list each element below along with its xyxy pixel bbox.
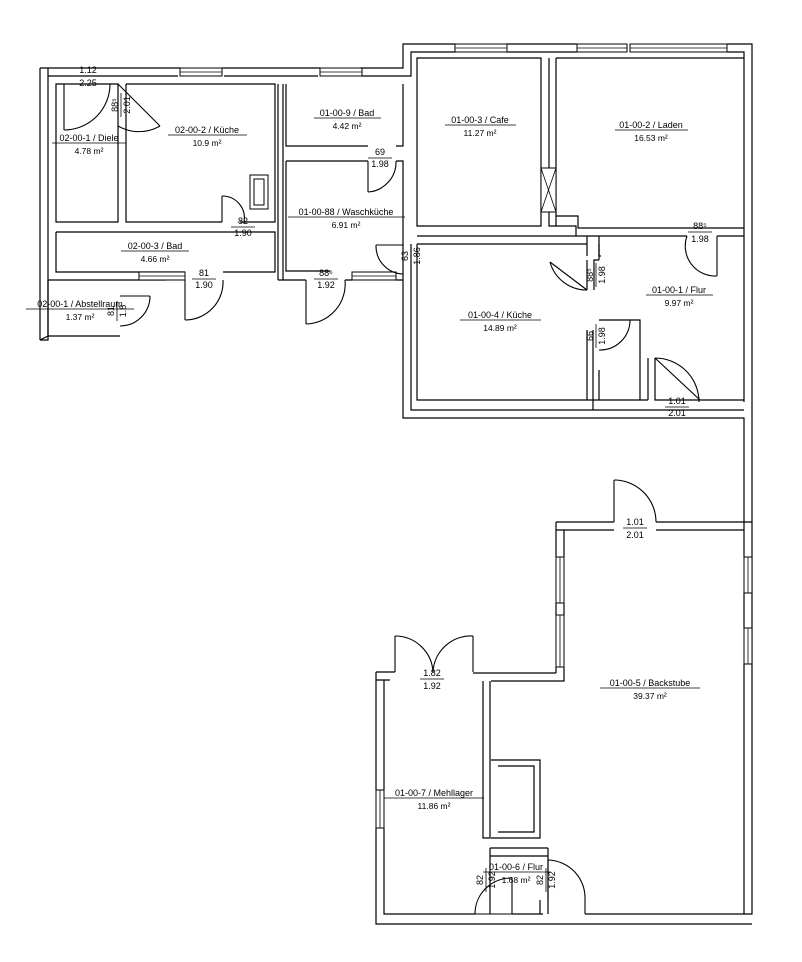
door-width: 81 <box>199 268 209 278</box>
rooms-left-apartment <box>39 83 404 341</box>
room-name: 01-00-7 / Mehllager <box>395 788 473 798</box>
door-dimension: 1.12 2.25 <box>74 65 102 88</box>
room-area: 1.68 m² <box>502 875 531 885</box>
door-dimension: 1.01 2.01 <box>665 396 689 418</box>
door-dimension: 81 1.90 <box>192 268 216 290</box>
door-dimension: 81 1.8 <box>106 301 128 321</box>
door-width: 63 <box>400 251 410 261</box>
room-area: 16.53 m² <box>634 133 668 143</box>
door-height: 1.92 <box>317 280 335 290</box>
room-label: 02-00-1 / Diele 4.78 m² <box>52 133 126 156</box>
door-width: 1.01 <box>668 396 686 406</box>
room-label: 01-00-7 / Mehllager 11.86 m² <box>384 788 484 811</box>
door-width: 82 <box>475 875 485 885</box>
door-width: 82 <box>238 216 248 226</box>
room-label: 01-00-5 / Backstube 39.37 m² <box>600 678 700 701</box>
room-area: 4.66 m² <box>141 254 170 264</box>
room-label: 01-00-4 / Küche 14.89 m² <box>460 310 541 333</box>
doors <box>63 83 718 915</box>
room-name: 01-00-6 / Flur <box>489 862 543 872</box>
room-area: 11.86 m² <box>418 801 451 811</box>
room-label: 02-00-2 / Küche 10.9 m² <box>168 125 247 148</box>
door-dimension: 66 1.98 <box>585 324 607 348</box>
room-name: 01-00-4 / Küche <box>468 310 532 320</box>
room-name: 01-00-5 / Backstube <box>610 678 691 688</box>
room-name: 02-00-3 / Bad <box>128 241 183 251</box>
door-width: 88⁵ <box>585 268 595 282</box>
door-height: 2.01 <box>626 530 644 540</box>
door-dimension: 1.01 2.01 <box>623 517 647 540</box>
door-dimension: 88⁵ 2.01 <box>110 93 132 117</box>
room-area: 11.27 m² <box>464 128 497 138</box>
door-dimension: 63 1.86 <box>400 244 422 268</box>
door-dimension: 82 1.90 <box>231 216 255 238</box>
door-width: 1.12 <box>79 65 97 75</box>
room-labels: 02-00-1 / Diele 4.78 m² 02-00-2 / Küche … <box>26 108 713 885</box>
rooms-kueche-flur <box>402 244 753 523</box>
door-dimension: 88⁶ 1.92 <box>314 268 338 290</box>
door-height: 1.86 <box>412 247 422 265</box>
door-width: 82 <box>535 875 545 885</box>
room-area: 4.78 m² <box>75 146 104 156</box>
door-dimension: 88⁵ 1.98 <box>585 263 607 287</box>
room-area: 6.91 m² <box>332 220 361 230</box>
door-dimension: 1.82 1.92 <box>420 668 444 691</box>
door-height: 1.90 <box>234 228 252 238</box>
room-area: 4.42 m² <box>333 121 362 131</box>
room-area: 1.37 m² <box>66 312 95 322</box>
door-width: 66 <box>585 331 595 341</box>
door-height: 1.98 <box>597 266 607 284</box>
door-width: 81 <box>106 306 116 316</box>
walls <box>39 43 753 925</box>
room-area: 9.97 m² <box>665 298 694 308</box>
room-label: 01-00-9 / Bad 4.42 m² <box>314 108 381 131</box>
door-height: 1.90 <box>195 280 213 290</box>
door-width: 1.82 <box>423 668 441 678</box>
door-height: 1.8 <box>118 305 128 318</box>
door-dimension: 69 1.98 <box>368 147 392 169</box>
door-height: 1.92 <box>423 681 441 691</box>
outer-wall-left-apartment <box>39 43 753 410</box>
door-dimension: 88⁵ 1.98 <box>688 221 712 244</box>
room-label: 01-00-2 / Laden 16.53 m² <box>615 120 688 143</box>
room-area: 14.89 m² <box>483 323 517 333</box>
room-name: 02-00-1 / Diele <box>59 133 118 143</box>
room-label: 01-00-6 / Flur 1.68 m² <box>483 862 551 885</box>
door-dimension: 82 1.92 <box>535 868 557 892</box>
door-dimensions: 1.12 2.25 88⁵ 2.01 69 1.98 82 1.90 81 1.… <box>74 65 712 892</box>
door-width: 88⁵ <box>110 98 120 112</box>
rooms-backstube <box>375 521 753 925</box>
room-area: 39.37 m² <box>633 691 667 701</box>
door-height: 1.92 <box>487 871 497 889</box>
room-label: 01-00-3 / Cafe 11.27 m² <box>445 115 516 138</box>
door-height: 2.01 <box>122 96 132 114</box>
room-area: 10.9 m² <box>193 138 222 148</box>
room-name: 02-00-1 / Abstellraum <box>37 299 123 309</box>
room-name: 01-00-9 / Bad <box>320 108 375 118</box>
door-height: 1.98 <box>691 234 709 244</box>
room-name: 01-00-3 / Cafe <box>451 115 509 125</box>
chimney-inner <box>253 178 265 206</box>
room-label: 01-00-1 / Flur 9.97 m² <box>646 285 713 308</box>
door-dimension: 82 1.92 <box>475 868 497 892</box>
windows <box>138 43 753 829</box>
door-height: 1.98 <box>371 159 389 169</box>
door-width: 69 <box>375 147 385 157</box>
door-width: 88⁵ <box>693 221 707 231</box>
door-height: 2.01 <box>668 408 686 418</box>
room-name: 01-00-1 / Flur <box>652 285 706 295</box>
door-width: 88⁶ <box>319 268 333 278</box>
door-height: 1.98 <box>597 327 607 345</box>
room-label: 01-00-88 / Waschküche 6.91 m² <box>288 207 405 230</box>
room-label: 02-00-1 / Abstellraum 1.37 m² <box>26 299 134 322</box>
door-height: 2.25 <box>79 78 97 88</box>
door-height: 1.92 <box>547 871 557 889</box>
room-name: 02-00-2 / Küche <box>175 125 239 135</box>
room-name: 01-00-2 / Laden <box>619 120 683 130</box>
door-width: 1.01 <box>626 517 644 527</box>
room-name: 01-00-88 / Waschküche <box>299 207 394 217</box>
room-label: 02-00-3 / Bad 4.66 m² <box>121 241 189 264</box>
